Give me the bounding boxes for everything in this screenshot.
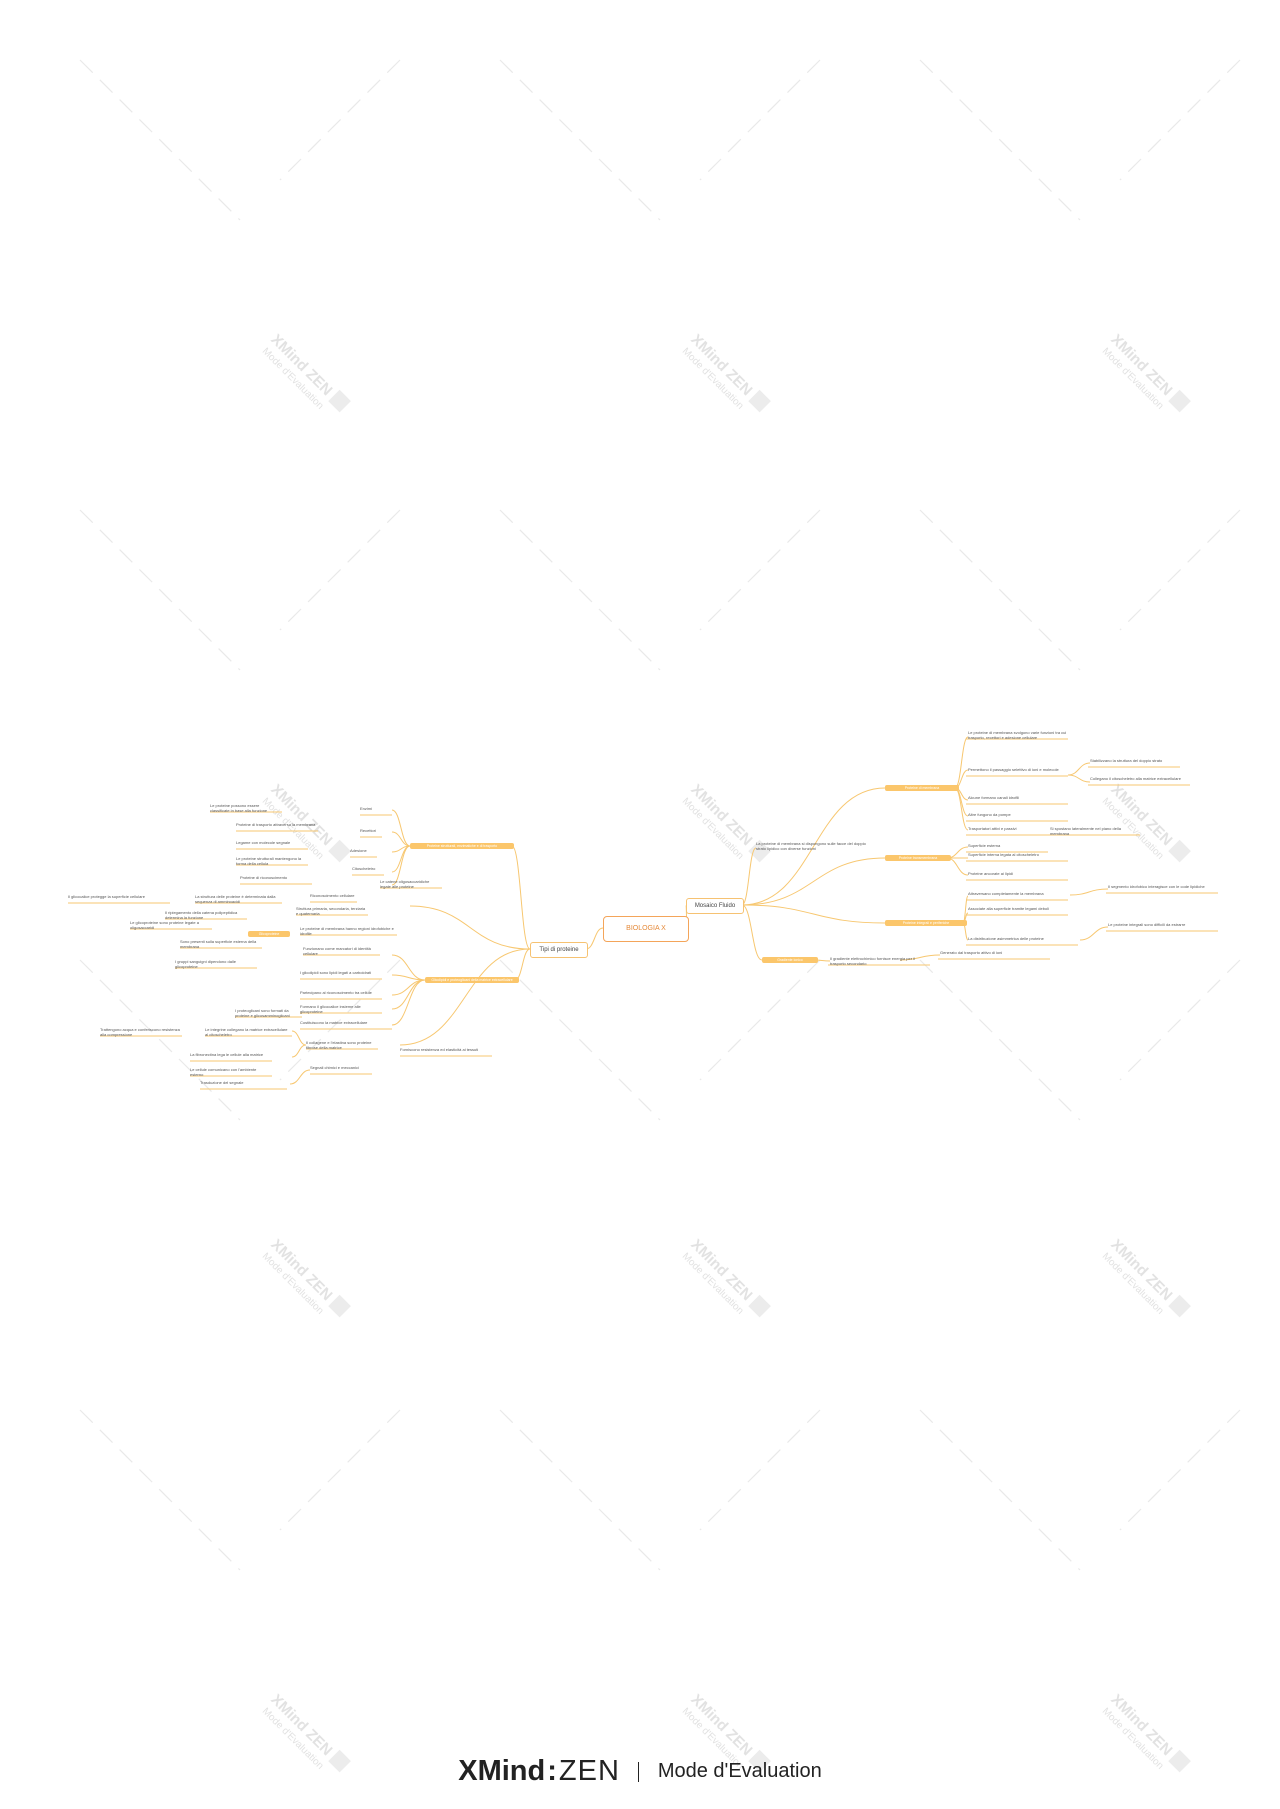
right-subtopic-11[interactable]: Proteine ancorate ai lipidi [968, 871, 1013, 876]
left-pill-3[interactable]: Glicolipidi e proteoglicani della matric… [425, 977, 519, 983]
connector-curve [391, 979, 426, 1026]
connector-curve [399, 948, 531, 1046]
right-subtopic-5[interactable]: Alcune formano canali idrofili [968, 795, 1020, 800]
right-subtopic-3[interactable]: Collegano il citoscheletro alla matrice … [1090, 776, 1181, 781]
left-subtopic-18[interactable]: Sono presenti sulla superficie esterna d… [180, 939, 257, 949]
right-pill-4[interactable]: Gradiente ionico [762, 957, 818, 963]
right-subtopic-2[interactable]: Stabilizzano la struttura del doppio str… [1090, 758, 1163, 763]
left-subtopic-15[interactable]: Il ripiegamento della catena polipeptidi… [165, 910, 238, 920]
left-subtopic-6[interactable]: Adesione [350, 848, 367, 853]
connector-curve [291, 1044, 307, 1058]
left-subtopic-12[interactable]: Il glicocalice protegge la superficie ce… [68, 894, 145, 899]
right-pill-2[interactable]: Proteine transmembrana [885, 855, 951, 861]
connector-curve [511, 845, 531, 950]
left-subtopic-11[interactable]: Riconoscimento cellulare [310, 893, 355, 898]
connector-curve [391, 845, 411, 873]
right-subtopic-13[interactable]: Il segmento idrofobico interagisce con l… [1108, 884, 1205, 889]
left-subtopic-7[interactable]: Le proteine strutturali mantengono la fo… [236, 856, 302, 866]
left-subtopic-27[interactable]: Le integrine collegano la matrice extrac… [205, 1027, 288, 1037]
connector-curve [741, 847, 757, 906]
left-subtopic-2[interactable]: Enzimi [360, 806, 373, 811]
connector-curve [391, 845, 411, 886]
left-pill-1[interactable]: Proteine strutturali, enzimatiche e di t… [410, 843, 514, 849]
left-subtopic-24[interactable]: I proteoglicani sono formati da proteine… [235, 1008, 290, 1018]
xmind-logo: XMind:ZEN [458, 1755, 620, 1788]
left-subtopic-13[interactable]: La struttura delle proteine è determinat… [195, 894, 276, 904]
right-pill-3[interactable]: Proteine integrali e periferiche [885, 920, 967, 926]
connector-curve [1079, 926, 1109, 941]
brand-name: XMind [458, 1755, 546, 1787]
evaluation-mode-label: Mode d'Evaluation [657, 1760, 822, 1782]
main-topic-right[interactable]: Mosaico Fluido [686, 898, 744, 914]
left-subtopic-32[interactable]: Segnali chimici e meccanici [310, 1065, 359, 1070]
right-subtopic-8[interactable]: Si spostano lateralmente nel piano della… [1050, 826, 1121, 836]
brand-zen: ZEN [558, 1755, 620, 1787]
connector-curve [514, 948, 531, 981]
left-subtopic-23[interactable]: Formano il glicocalice insieme alle glic… [300, 1004, 361, 1014]
connector-curve [409, 905, 531, 950]
left-subtopic-21[interactable]: I glicolipidi sono lipidi legati a carbo… [300, 970, 372, 975]
right-subtopic-16[interactable]: La distribuzione asimmetrica delle prote… [968, 936, 1044, 941]
left-subtopic-3[interactable]: Proteine di trasporto attraverso la memb… [236, 822, 316, 827]
right-subtopic-4[interactable]: Permettono il passaggio selettivo di ion… [968, 767, 1059, 772]
footer-separator [638, 1761, 640, 1782]
left-subtopic-33[interactable]: Trasduzione del segnale [200, 1080, 244, 1085]
right-subtopic-17[interactable]: Generato dal trasporto attivo di ioni [940, 950, 1003, 955]
left-subtopic-10[interactable]: Le catene oligosaccaridiche legate alle … [380, 879, 430, 889]
left-subtopic-9[interactable]: Proteine di riconoscimento [240, 875, 288, 880]
connector-curve [289, 1069, 311, 1085]
connector-curve [899, 954, 941, 961]
right-intro-text[interactable]: La proteine di membrana si dispongono su… [756, 841, 866, 851]
left-subtopic-30[interactable]: La fibronectina lega le cellule alla mat… [190, 1052, 264, 1057]
right-subtopic-18[interactable]: Il gradiente elettrochimico fornisce ene… [830, 956, 915, 966]
left-subtopic-25[interactable]: Costituiscono la matrice extracellulare [300, 1020, 368, 1025]
left-subtopic-8[interactable]: Citoscheletro [352, 866, 376, 871]
right-pill-1[interactable]: Proteine di membrana [885, 785, 959, 791]
left-pill-2[interactable]: Glicoproteine [248, 931, 290, 937]
left-subtopic-19[interactable]: Funzionano come marcatori di identità ce… [303, 946, 371, 956]
right-subtopic-12[interactable]: Attraversano completamente la membrana [968, 891, 1044, 896]
connector-curve [741, 787, 886, 906]
left-subtopic-17[interactable]: Le glicoproteine sono proteine legate a … [130, 920, 199, 930]
left-subtopic-4[interactable]: Recettori [360, 828, 377, 833]
right-subtopic-10[interactable]: Superficie interna legata al citoschelet… [968, 852, 1039, 857]
left-subtopic-5[interactable]: Legame con molecole segnale [236, 840, 291, 845]
left-subtopic-22[interactable]: Partecipano al riconoscimento tra cellul… [300, 990, 372, 995]
left-subtopic-1[interactable]: Le proteine possono essere classificate … [210, 803, 268, 813]
right-subtopic-14[interactable]: Associate alla superficie tramite legami… [968, 906, 1049, 911]
connector-curve [391, 831, 411, 847]
connector-curve [391, 809, 411, 847]
connector-curve [585, 927, 604, 950]
main-topic-left[interactable]: Tipi di proteine [530, 942, 588, 958]
right-subtopic-6[interactable]: Altre fungono da pompe [968, 812, 1011, 817]
left-subtopic-26[interactable]: Trattengono acqua e conferiscono resiste… [100, 1027, 180, 1037]
connector-curve [741, 904, 763, 961]
connector-curve [1067, 774, 1091, 783]
right-subtopic-1[interactable]: Le proteine di membrana svolgono varie f… [968, 730, 1067, 740]
left-subtopic-29[interactable]: Forniscono resistenza ed elasticità ai t… [400, 1047, 479, 1052]
right-subtopic-7[interactable]: Trasportatori attivi e passivi [968, 826, 1017, 831]
brand-colon: : [547, 1755, 557, 1787]
central-topic[interactable]: BIOLOGIA X [603, 916, 689, 942]
connector-curve [1067, 762, 1091, 776]
left-subtopic-16[interactable]: Le proteine di membrana hanno regioni id… [300, 926, 394, 936]
left-subtopic-14[interactable]: Struttura primaria, secondaria, terziari… [296, 906, 366, 916]
left-subtopic-28[interactable]: Il collagene e l'elastina sono proteine … [306, 1040, 372, 1050]
connector-curve [1069, 888, 1109, 896]
footer: XMind:ZEN Mode d'Evaluation [0, 1755, 1280, 1795]
right-subtopic-15[interactable]: Le proteine integrali sono difficili da … [1108, 922, 1186, 927]
right-subtopic-9[interactable]: Superficie esterna [968, 843, 1001, 848]
connector-curve [291, 1030, 307, 1046]
connector-curve [741, 857, 886, 906]
left-subtopic-31[interactable]: Le cellule comunicano con l'ambiente est… [190, 1067, 257, 1077]
connector-curve [391, 979, 426, 996]
left-subtopic-20[interactable]: I gruppi sanguigni dipendono dalle glico… [175, 959, 236, 969]
connector-curve [391, 954, 426, 981]
connector-curve [741, 904, 886, 924]
